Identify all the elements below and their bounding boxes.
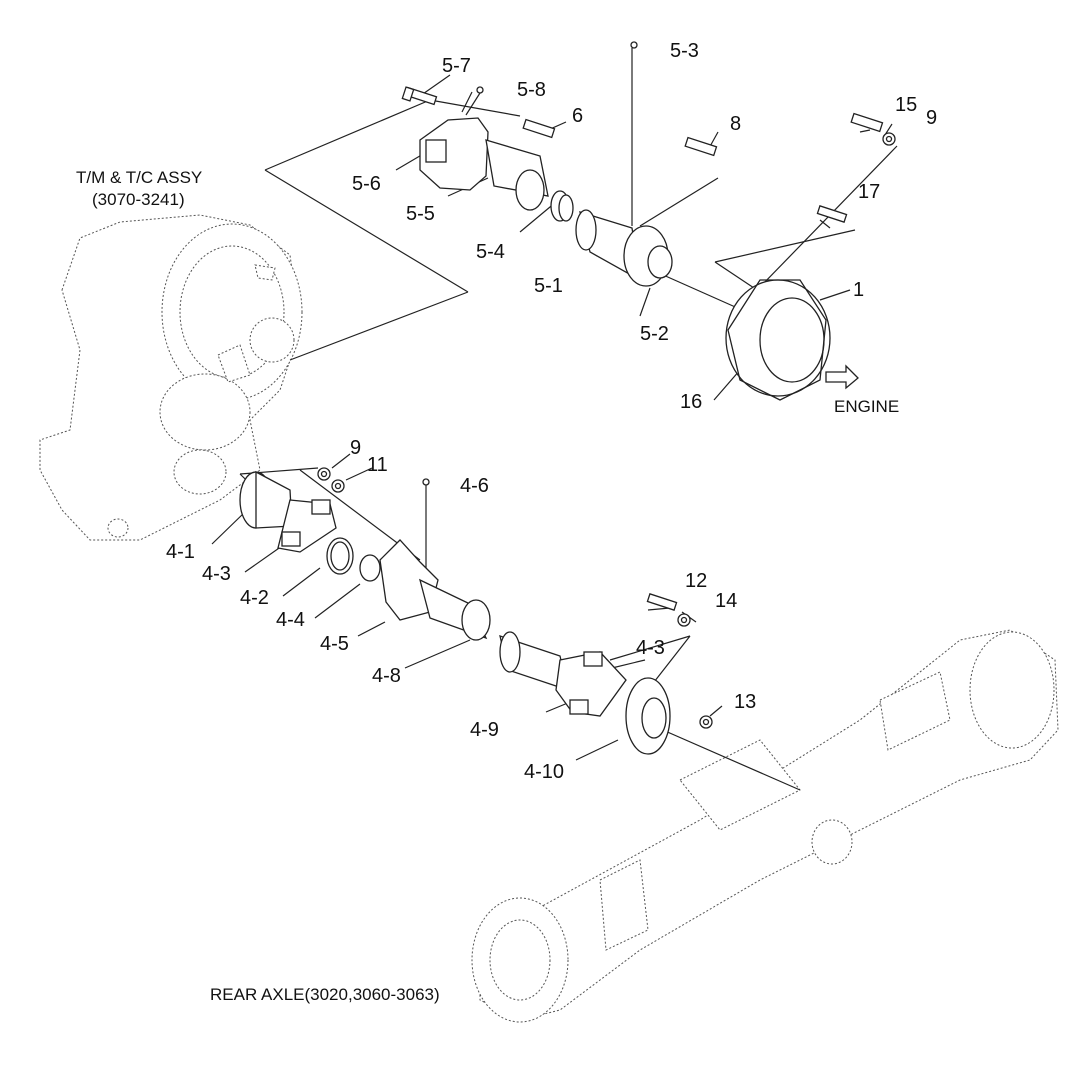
caption-transmission: T/M & T/C ASSY	[76, 168, 202, 187]
cross-joint-4-3-lower	[555, 651, 627, 717]
label-17: 17	[858, 181, 880, 203]
snap-ring-4-4	[359, 554, 381, 582]
bolt-15	[850, 112, 884, 133]
flange-4-10	[625, 677, 671, 755]
bolt-5-7	[401, 86, 438, 106]
label-4-8: 4-8	[372, 665, 401, 687]
label-1: 1	[853, 279, 864, 301]
bolt-6	[522, 118, 556, 139]
label-4-10: 4-10	[524, 761, 564, 783]
label-15: 15	[895, 94, 917, 116]
label-11: 11	[367, 454, 388, 476]
nut-13	[699, 715, 713, 729]
label-4-9: 4-9	[470, 719, 499, 741]
label-5-4: 5-4	[476, 241, 505, 263]
engine-direction-arrow-icon	[825, 364, 859, 390]
caption-engine: ENGINE	[834, 397, 899, 416]
cross-joint-4-3-upper	[277, 499, 337, 553]
nut-14	[677, 613, 691, 627]
flange-5-2	[623, 225, 673, 287]
spline-shaft-4-9	[499, 631, 569, 691]
label-9-lower: 9	[350, 437, 361, 459]
label-5-1: 5-1	[534, 275, 563, 297]
grease-nipple-4-6	[422, 478, 430, 486]
upper-shaft-group	[401, 41, 896, 401]
label-4-1: 4-1	[166, 541, 195, 563]
label-5-2: 5-2	[640, 323, 669, 345]
grease-nipple-5-8	[465, 86, 484, 116]
nut-11	[331, 479, 345, 493]
caption-transmission-ref: (3070-3241)	[92, 190, 185, 209]
flywheel-housing-plate-1	[725, 279, 831, 401]
grease-nipple-5-3	[630, 41, 638, 49]
label-5-7: 5-7	[442, 55, 471, 77]
label-6: 6	[572, 105, 583, 127]
label-8: 8	[730, 113, 741, 135]
label-12: 12	[685, 570, 707, 592]
rear-axle-assembly	[471, 629, 1059, 1023]
label-4-5: 4-5	[320, 633, 349, 655]
label-4-4: 4-4	[276, 609, 305, 631]
label-16: 16	[680, 391, 702, 413]
label-13: 13	[734, 691, 756, 713]
nut-9-lower	[317, 467, 331, 481]
label-4-3-upper: 4-3	[202, 563, 231, 585]
nut-9-upper	[882, 132, 896, 146]
label-5-6: 5-6	[352, 173, 381, 195]
label-5-8: 5-8	[517, 79, 546, 101]
shaft-4-8	[419, 578, 491, 641]
label-5-3: 5-3	[670, 40, 699, 62]
caption-rear-axle: REAR AXLE(3020,3060-3063)	[210, 985, 440, 1004]
transmission-assembly	[39, 214, 303, 541]
lower-shaft-group	[239, 467, 713, 755]
ring-5-4	[550, 190, 574, 222]
bolt-8	[684, 136, 718, 157]
yoke-5-6	[419, 117, 489, 191]
seal-ring-4-2	[326, 537, 354, 575]
bolt-12	[646, 593, 678, 611]
label-14: 14	[715, 590, 737, 612]
shaft-5-5	[485, 139, 549, 211]
label-4-6: 4-6	[460, 475, 489, 497]
flange-4-1	[239, 470, 293, 529]
label-9-upper: 9	[926, 107, 937, 129]
label-4-2: 4-2	[240, 587, 269, 609]
label-4-3-lower: 4-3	[636, 637, 665, 659]
bolt-17	[816, 205, 848, 223]
label-5-5: 5-5	[406, 203, 435, 225]
